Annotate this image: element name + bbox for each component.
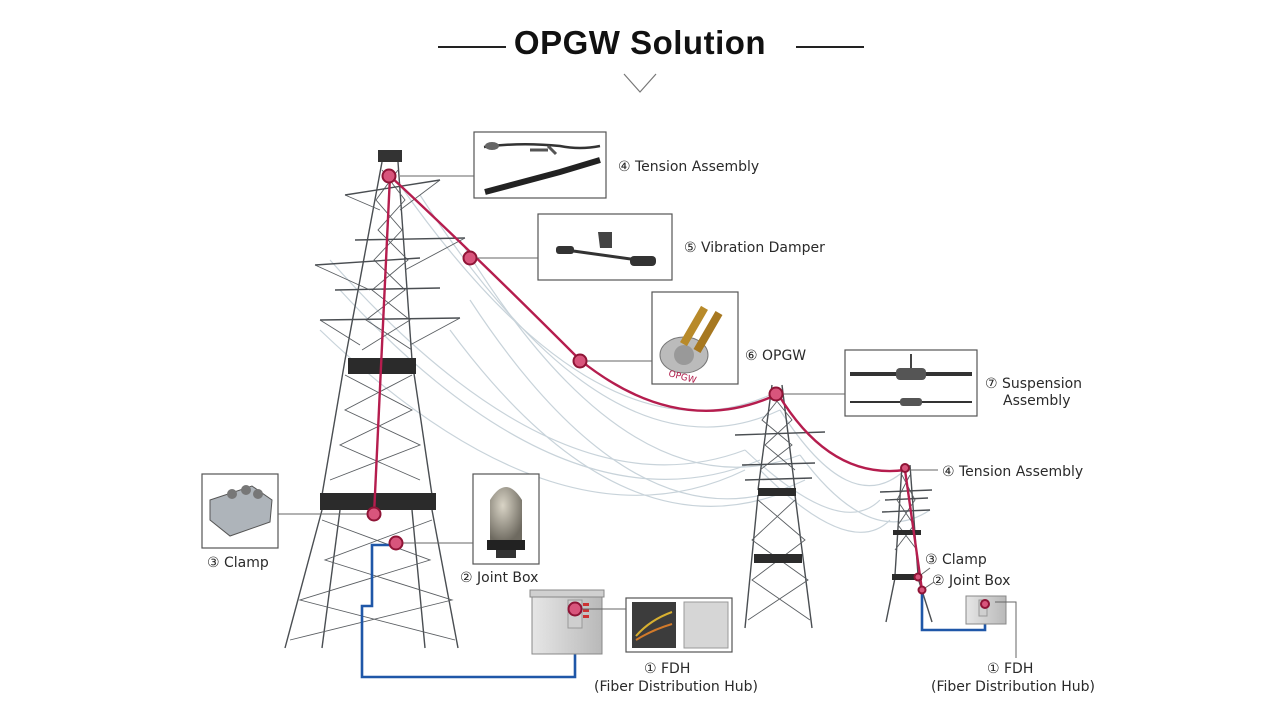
labels: ④ Tension Assembly ⑤ Vibration Damper ⑥ … [207,159,1095,695]
label-suspension-line1: ⑦ Suspension [985,376,1082,392]
marker-fdh-right [980,599,990,609]
marker-joint-box-left [388,535,404,551]
marker-suspension [768,386,784,402]
title-left-rule [438,46,506,48]
label-joint-box-right: ② Joint Box [932,573,1010,589]
tower-small [879,464,933,623]
label-vibration-damper: ⑤ Vibration Damper [684,240,825,256]
label-joint-box-left: ② Joint Box [460,570,538,586]
marker-joint-box-right [917,585,927,595]
label-fdh-center-line1: ① FDH [644,661,690,677]
inset-tension-assembly [473,131,607,199]
label-clamp-right: ③ Clamp [925,552,987,568]
marker-fdh-center [567,601,583,617]
inset-joint-box [472,473,540,565]
label-opgw: ⑥ OPGW [745,348,806,364]
marker-tension-right [900,463,910,473]
marker-clamp-left [366,506,382,522]
chevron-down-icon [623,73,657,93]
label-fdh-center-line2: (Fiber Distribution Hub) [594,679,758,695]
marker-dots [366,168,990,617]
label-fdh-right-line2: (Fiber Distribution Hub) [931,679,1095,695]
inset-fdh-cabinet [625,597,733,653]
marker-tension-top [381,168,397,184]
marker-clamp-right [913,572,923,582]
inset-clamp [201,473,279,549]
tower-large [284,150,466,649]
label-tension-assembly-top: ④ Tension Assembly [618,159,759,175]
label-fdh-right-line1: ① FDH [987,661,1033,677]
label-suspension-line2: Assembly [1003,393,1070,409]
page-header: OPGW Solution [0,0,1280,100]
title-right-rule [796,46,864,48]
inset-opgw-cable: OPGW [651,291,739,386]
label-clamp-left: ③ Clamp [207,555,269,571]
marker-vibration-damper [462,250,478,266]
page-title: OPGW Solution [513,24,767,61]
fdh-cabinet-center [529,589,605,655]
inset-suspension-assembly [844,349,978,417]
inset-vibration-damper [537,213,673,281]
label-tension-assembly-right: ④ Tension Assembly [942,464,1083,480]
marker-opgw [572,353,588,369]
